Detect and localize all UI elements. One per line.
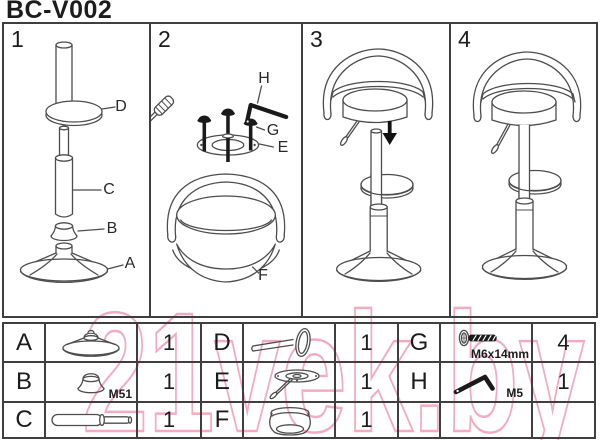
part-qty-c: 1 xyxy=(136,401,202,439)
part-letter-b: B xyxy=(2,361,46,403)
parts-row-2: B M51 1 E xyxy=(2,361,596,403)
part-note-h: M5 xyxy=(506,386,523,400)
part-image-d xyxy=(242,322,336,363)
step-1-drawing xyxy=(19,41,124,283)
step-panel-1: 1 xyxy=(4,24,151,316)
step-3-drawing xyxy=(322,48,434,283)
screw-icon xyxy=(458,329,497,347)
parts-row-1: A 1 D xyxy=(2,322,596,363)
callout-f: F xyxy=(258,267,268,284)
step-panel-3: 3 xyxy=(303,24,451,316)
step-1-number: 1 xyxy=(11,26,24,52)
part-letter-e: E xyxy=(200,361,244,403)
part-image-f xyxy=(242,401,336,439)
page-title: BC-V002 xyxy=(6,0,113,24)
allen-key-icon xyxy=(453,374,495,395)
part-letter-g: G xyxy=(397,322,441,363)
part-image-e xyxy=(242,361,336,403)
step-panel-4: 4 xyxy=(451,24,596,316)
part-image-empty xyxy=(439,401,533,439)
part-image-g: M6x14mm xyxy=(439,322,533,363)
footrest-icon xyxy=(251,328,311,357)
callout-b: B xyxy=(106,220,118,237)
part-qty-b: 1 xyxy=(136,361,202,403)
callout-a: A xyxy=(124,255,136,272)
part-qty-a: 1 xyxy=(136,322,202,363)
part-qty-e: 1 xyxy=(334,361,399,403)
step-2-number: 2 xyxy=(158,26,171,52)
pole-icon xyxy=(51,413,133,427)
part-letter-h: H xyxy=(397,361,441,403)
part-image-a xyxy=(44,322,138,363)
part-image-b: M51 xyxy=(44,361,138,403)
part-letter-c: C xyxy=(2,401,46,439)
part-note-b: M51 xyxy=(108,387,132,401)
step-2-drawing xyxy=(151,85,289,283)
part-letter-a: A xyxy=(2,322,46,363)
bushing-icon xyxy=(77,372,105,393)
part-qty-empty xyxy=(531,401,596,439)
mounting-plate-icon xyxy=(269,369,320,400)
callout-c: C xyxy=(103,181,115,198)
base-icon xyxy=(62,329,120,357)
callout-e: E xyxy=(277,139,289,156)
part-qty-d: 1 xyxy=(334,322,399,363)
seat-frame-icon xyxy=(268,406,312,436)
callout-d: D xyxy=(115,98,127,115)
callout-g: G xyxy=(266,122,280,139)
parts-row-3: C 1 F xyxy=(2,401,596,439)
part-qty-h: 1 xyxy=(531,361,596,403)
step-3-number: 3 xyxy=(310,26,323,52)
part-image-h: M5 xyxy=(439,361,533,403)
parts-table: A 1 D xyxy=(2,322,596,439)
callout-h: H xyxy=(258,70,270,87)
part-letter-empty xyxy=(397,401,441,439)
assembly-steps: 1 xyxy=(2,22,598,318)
part-qty-g: 4 xyxy=(531,322,596,363)
part-letter-d: D xyxy=(200,322,244,363)
step-4-drawing xyxy=(472,51,582,281)
part-note-g: M6x14mm xyxy=(470,347,529,361)
part-image-c xyxy=(44,401,138,439)
part-letter-f: F xyxy=(200,401,244,439)
step-panel-2: 2 xyxy=(151,24,303,316)
part-qty-f: 1 xyxy=(334,401,399,439)
step-4-number: 4 xyxy=(458,26,471,52)
